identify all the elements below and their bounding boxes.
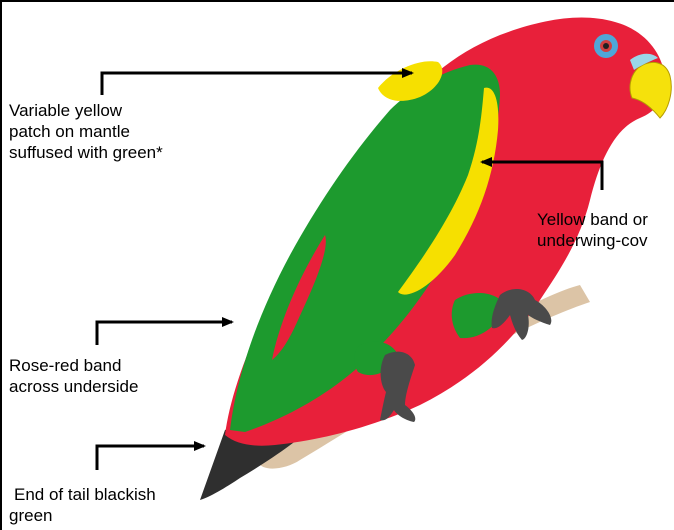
label-mantle-line-3: suffused with green*	[9, 142, 163, 163]
label-tail-line-1: End of tail blackish	[14, 484, 156, 505]
callout-mantle	[102, 73, 412, 95]
label-underwing-line-2: underwing-cov	[537, 230, 648, 251]
label-mantle-patch: Variable yellow patch on mantle suffused…	[9, 100, 163, 163]
label-tail-end: End of tail blackish green	[14, 484, 156, 526]
callout-tail	[97, 446, 204, 470]
label-underside-line-1: Rose-red band	[9, 355, 138, 376]
label-mantle-line-1: Variable yellow	[9, 100, 163, 121]
label-mantle-line-2: patch on mantle	[9, 121, 163, 142]
eye-center	[603, 43, 609, 49]
callout-underside	[97, 322, 232, 345]
label-underside-band: Rose-red band across underside	[9, 355, 138, 397]
label-underwing-line-1: Yellow band or	[537, 209, 648, 230]
label-underside-line-2: across underside	[9, 376, 138, 397]
label-tail-line-2: green	[9, 505, 156, 526]
label-underwing-band: Yellow band or underwing-cov	[537, 209, 648, 251]
